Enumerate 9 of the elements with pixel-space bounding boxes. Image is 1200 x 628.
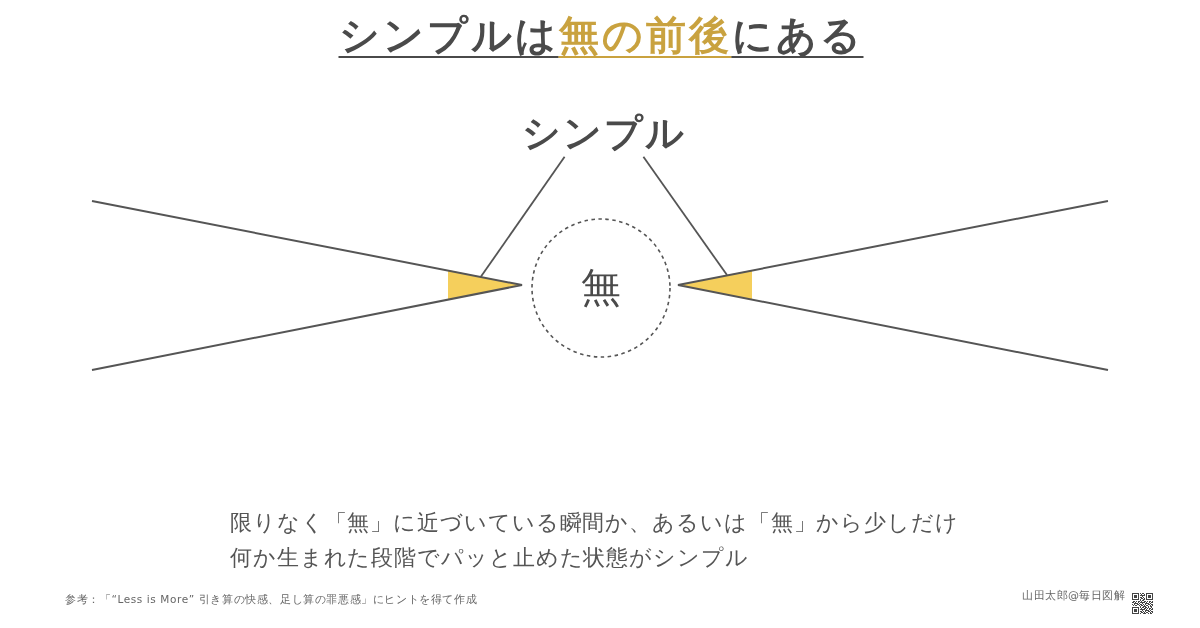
source-note: 参考：「“Less is More” 引き算の快感、足し算の罪悪感」にヒントを得て作成 [65,592,478,607]
title: シンプルは無の前後にある [338,12,864,58]
description-text: 限りなく「無」に近づいている瞬間か、あるいは「無」から少しだけ何か生まれた段階でパッと止めた状態がシンプル [230,509,960,572]
dashed-circle [531,218,671,358]
circle-label: 無 [581,265,621,310]
leader-line [642,155,728,276]
author-credit: 山田太郎@毎日図解 [1022,588,1125,603]
callout-label: シンプル [522,112,686,156]
leader-line [480,155,566,278]
